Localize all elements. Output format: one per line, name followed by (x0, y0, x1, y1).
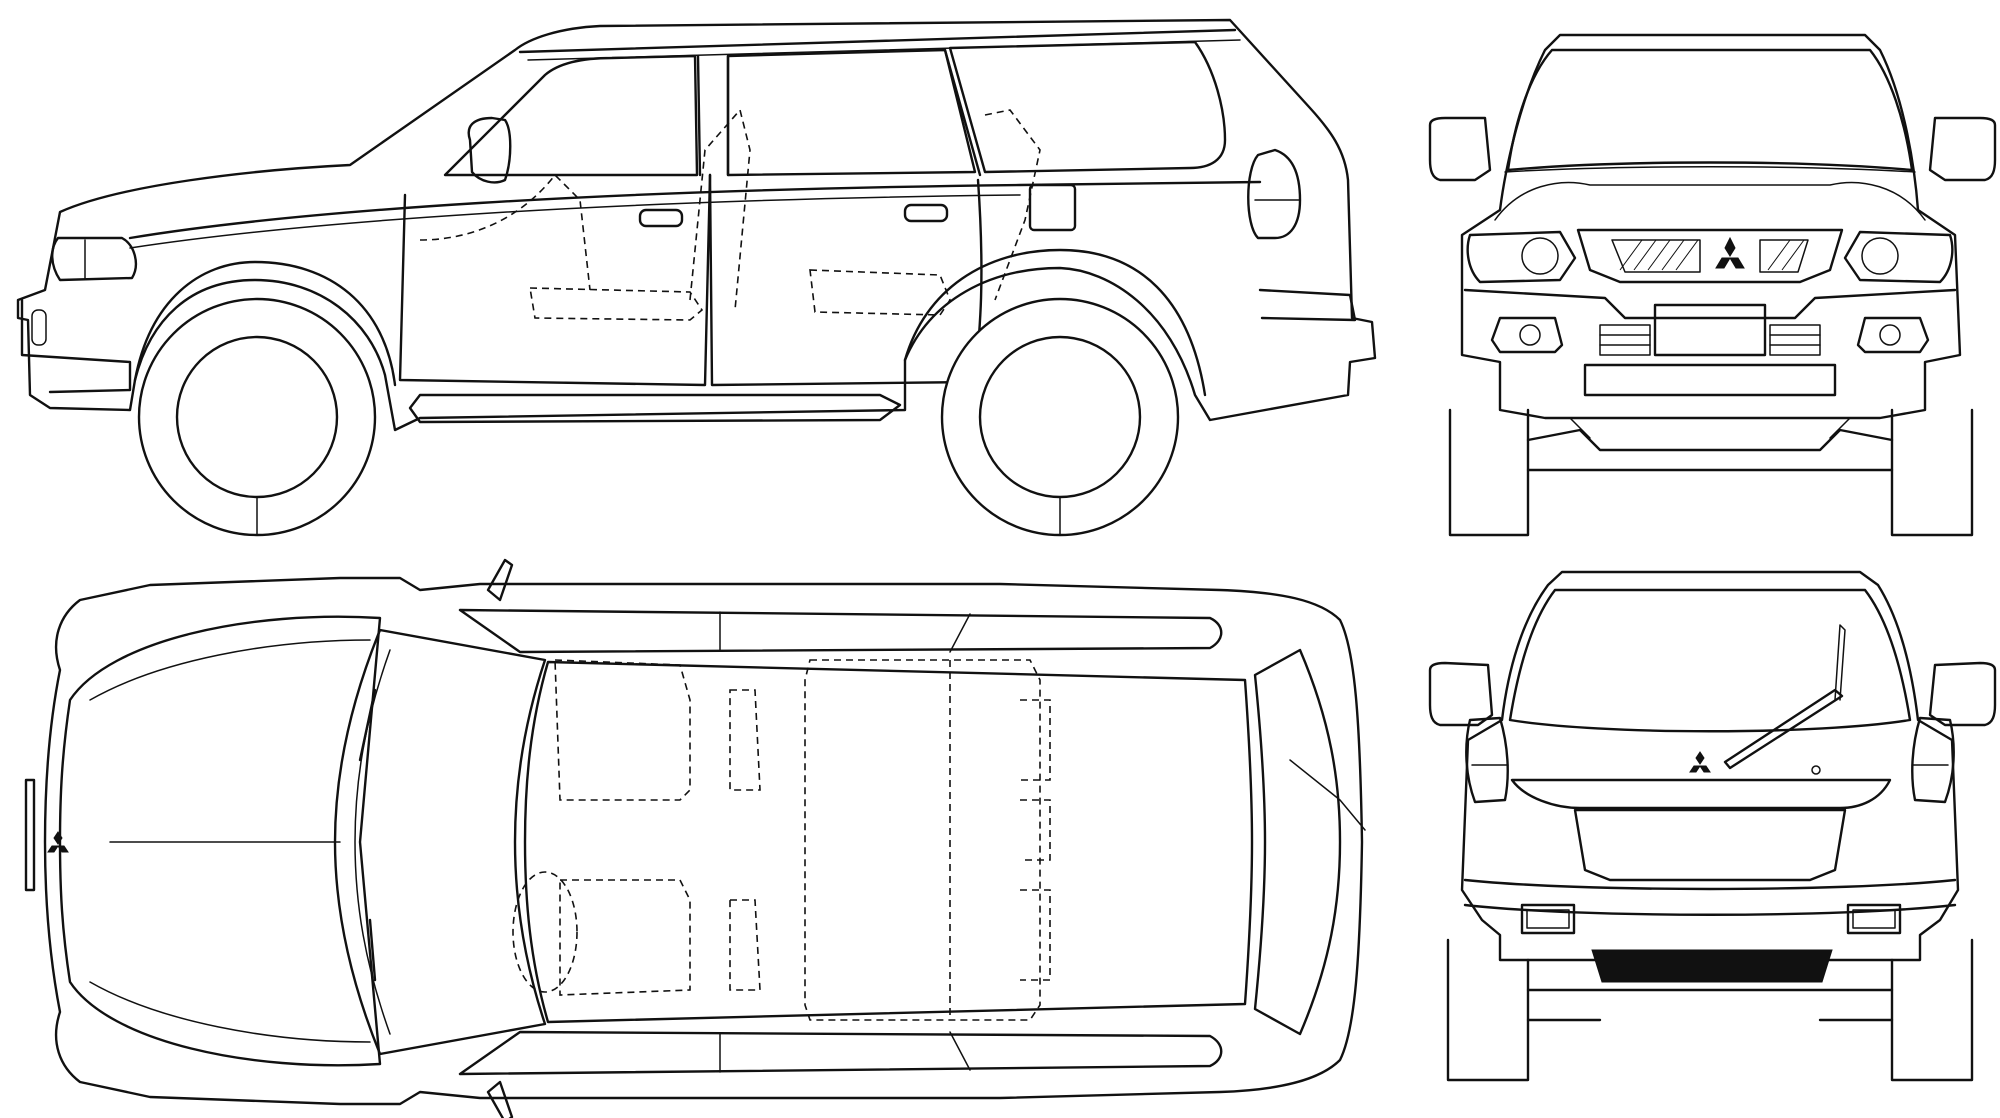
front-three-diamond-emblem-icon (1715, 236, 1745, 269)
rear-spare-tire-black (1591, 949, 1833, 983)
front-left-mirror (1428, 116, 1492, 182)
rear-wiper (1723, 688, 1844, 770)
side-front-door-handle (638, 208, 684, 228)
side-front-bumper (20, 298, 132, 394)
rear-view (1428, 570, 1997, 1082)
top-windshield (333, 628, 547, 1056)
rear-left-reflector (1520, 903, 1576, 935)
side-front-seat-outline (529, 108, 751, 321)
top-roof-rail-left (458, 608, 1223, 654)
side-fuel-cap (1028, 183, 1077, 232)
rear-garnish (1510, 778, 1892, 810)
side-rear-bumper (1258, 288, 1357, 322)
top-body-outline (43, 576, 1364, 1106)
side-front-window (443, 54, 699, 177)
rear-body-outline (1460, 570, 1960, 962)
front-left-foglight (1490, 316, 1564, 354)
rear-license-plate (1573, 808, 1847, 882)
side-view (16, 18, 1377, 537)
front-left-tire (1448, 408, 1530, 537)
front-right-foglight (1856, 316, 1930, 354)
rear-left-taillight (1465, 716, 1509, 804)
rear-window (1508, 588, 1912, 733)
front-right-headlight (1843, 230, 1954, 284)
front-right-mirror (1928, 116, 1997, 182)
rear-right-reflector (1846, 903, 1902, 935)
front-left-headlight (1466, 230, 1577, 284)
front-grille (1576, 228, 1844, 284)
top-roof (523, 660, 1254, 1024)
side-mirror (467, 116, 512, 184)
side-rear-door (708, 173, 983, 387)
side-body-outline (16, 18, 1377, 432)
side-quarter-window (948, 40, 1227, 174)
rear-right-mirror (1928, 661, 1997, 727)
rear-right-taillight (1911, 716, 1955, 804)
side-rear-door-window (726, 48, 977, 177)
rear-left-mirror (1428, 661, 1494, 727)
front-view (1428, 33, 1997, 537)
top-hood (58, 615, 382, 1067)
front-right-tire (1890, 408, 1974, 537)
front-license-plate (1653, 303, 1767, 357)
top-right-mirror (486, 1080, 514, 1118)
front-body-outline (1460, 33, 1962, 420)
side-front-door (398, 173, 712, 387)
front-bumper (1463, 288, 1957, 320)
front-windshield (1506, 48, 1914, 172)
top-rear-bench-outline (804, 659, 1041, 1021)
side-rear-door-handle (903, 203, 949, 223)
side-taillight (1247, 148, 1302, 240)
top-front-seat-outline (554, 659, 761, 801)
side-rear-seat-outline (809, 109, 1041, 316)
top-front-bumper (24, 778, 36, 892)
top-rear-window (1253, 648, 1342, 1036)
top-left-mirror (486, 558, 514, 602)
side-headlight (51, 236, 137, 282)
top-three-diamond-emblem-icon (47, 831, 69, 853)
side-step (408, 393, 902, 424)
top-roof-rail-right (458, 1030, 1223, 1076)
top-view (24, 558, 1366, 1118)
rear-three-diamond-emblem-icon (1689, 751, 1711, 773)
side-roof-rail (518, 28, 1237, 54)
